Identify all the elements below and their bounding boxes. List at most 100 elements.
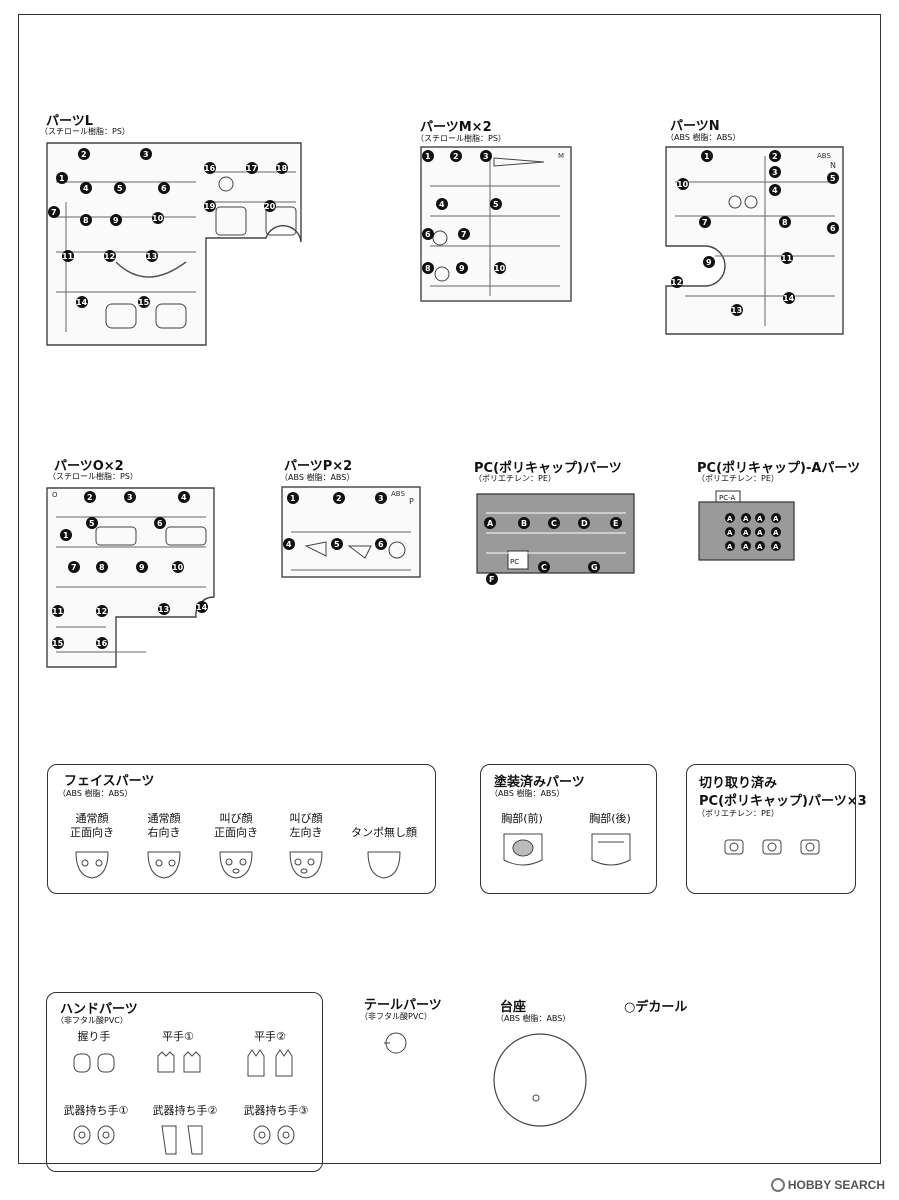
hand-item-flat-2-label: 平手② [254,1030,286,1043]
svg-text:19: 19 [204,202,216,211]
cut-pc-title-2: PC(ポリキャップ)パーツ×3 [699,794,867,809]
face-item-5-label: タンポ無し顔 [351,826,417,839]
sprue-o-title: パーツO×2 [54,459,124,474]
svg-text:P: P [409,497,414,506]
svg-text:4: 4 [286,540,292,549]
svg-text:A: A [757,515,763,523]
weapon-hand-icon [161,1125,203,1155]
svg-text:M: M [558,152,564,160]
sprue-n-title: パーツN [670,119,720,134]
face-parts-material: （ABS 樹脂：ABS） [58,789,133,798]
sprue-m-title: パーツM×2 [420,120,492,135]
svg-text:10: 10 [677,180,689,189]
svg-text:E: E [613,519,618,528]
svg-text:2: 2 [772,152,778,161]
svg-text:11: 11 [781,254,793,263]
svg-text:20: 20 [264,202,276,211]
svg-text:A: A [743,543,749,551]
svg-text:8: 8 [782,218,788,227]
sprue-pca-title: PC(ポリキャップ)-Aパーツ [697,461,861,476]
sprue-l-title: パーツL [46,114,94,129]
flat-hand-icon [157,1051,201,1073]
svg-text:A: A [773,529,779,537]
base-title: 台座 [500,1000,527,1015]
sprue-n-diagram: ABS N 1 2 3 4 5 6 7 8 9 10 11 12 13 14 [665,146,844,335]
svg-text:4: 4 [83,184,89,193]
hand-item-flat-1-label: 平手① [162,1030,194,1043]
painted-parts-panel [480,764,657,894]
svg-text:A: A [773,543,779,551]
painted-parts-title: 塗装済みパーツ [494,775,585,790]
svg-text:7: 7 [71,563,77,572]
painted-item-chest-back-label: 胸部(後) [589,812,631,825]
svg-text:D: D [581,519,588,528]
base-material: （ABS 樹脂：ABS） [496,1014,571,1023]
svg-text:11: 11 [62,252,74,261]
hand-item-weapon-2-label: 武器持ち手② [152,1104,218,1117]
svg-text:9: 9 [139,563,145,572]
svg-text:C: C [541,563,547,572]
svg-text:5: 5 [89,519,95,528]
hand-parts-title: ハンドパーツ [60,1002,138,1017]
svg-text:10: 10 [494,264,506,273]
svg-text:3: 3 [772,168,778,177]
svg-text:5: 5 [493,200,499,209]
chest-front-icon [503,833,543,866]
face-icon [75,851,109,879]
decal-title: ○デカール [624,1000,688,1015]
svg-text:12: 12 [671,278,682,287]
svg-text:8: 8 [99,563,105,572]
cut-pc-panel [686,764,856,894]
svg-text:5: 5 [117,184,123,193]
svg-text:14: 14 [76,298,88,307]
hand-item-weapon-1-label: 武器持ち手① [63,1104,129,1117]
svg-text:1: 1 [59,174,65,183]
svg-text:6: 6 [161,184,167,193]
face-parts-panel [47,764,436,894]
svg-text:6: 6 [830,224,836,233]
sprue-p-diagram: ABS P 1 2 3 4 5 6 [281,486,421,578]
svg-text:11: 11 [52,607,64,616]
svg-text:2: 2 [336,494,342,503]
blank-face-icon [367,851,401,879]
hand-item-fist-label: 握り手 [77,1030,111,1043]
hand-parts-panel [46,992,323,1172]
sprue-pc-title: PC(ポリキャップ)パーツ [474,461,622,476]
hobby-search-logo-icon [770,1178,785,1192]
face-icon [147,851,181,879]
svg-text:3: 3 [483,152,489,161]
svg-text:4: 4 [439,200,445,209]
svg-text:7: 7 [51,208,57,217]
page-frame [18,14,881,1164]
svg-text:A: A [727,529,733,537]
sprue-pc-diagram: PC A B C D E F C G [476,493,635,585]
svg-text:A: A [743,529,749,537]
svg-text:7: 7 [702,218,708,227]
svg-text:1: 1 [425,152,431,161]
svg-text:16: 16 [96,639,108,648]
svg-text:6: 6 [157,519,163,528]
svg-text:2: 2 [87,493,93,502]
weapon-hand-icon [73,1125,115,1145]
svg-text:9: 9 [459,264,465,273]
face-icon [289,851,323,879]
face-parts-title: フェイスパーツ [64,774,155,789]
weapon-hand-icon [253,1125,295,1145]
cut-pc-material: （ポリエチレン：PE） [697,809,779,818]
svg-text:B: B [521,519,527,528]
hand-parts-material: （非フタル酸PVC） [56,1016,128,1025]
svg-text:F: F [489,575,494,584]
face-item-1-label: 通常顔正面向き [70,812,114,840]
svg-text:13: 13 [146,252,157,261]
svg-text:5: 5 [334,540,340,549]
svg-text:A: A [727,515,733,523]
svg-text:9: 9 [113,216,119,225]
hand-item-weapon-3-label: 武器持ち手③ [243,1104,309,1117]
svg-text:A: A [757,529,763,537]
face-icon [219,851,253,879]
svg-text:5: 5 [830,174,836,183]
svg-text:16: 16 [204,164,216,173]
sprue-o-material: （スチロール樹脂：PS） [48,472,138,481]
svg-text:O: O [52,491,58,499]
svg-text:14: 14 [196,603,208,612]
